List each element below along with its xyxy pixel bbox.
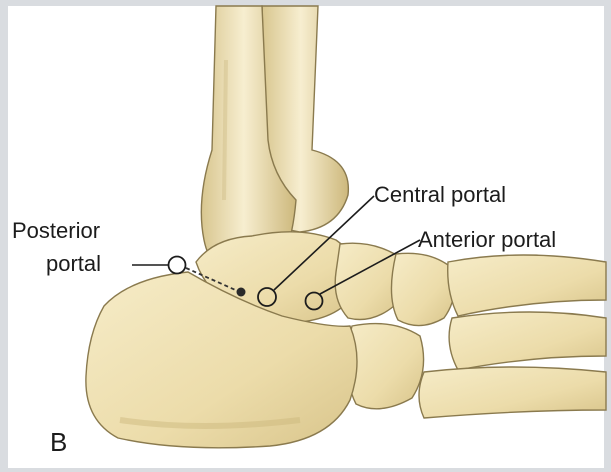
posterior-portal-label-line2: portal xyxy=(46,252,101,276)
panel-letter: B xyxy=(50,428,67,456)
metatarsal-bone xyxy=(419,367,606,418)
central-portal-label: Central portal xyxy=(374,183,506,207)
cuboid-bone xyxy=(347,324,424,409)
posterior-portal-marker xyxy=(169,257,186,274)
posterior-portal-label-line1: Posterior xyxy=(12,219,100,243)
cuneiform-bone xyxy=(391,253,454,325)
anterior-portal-label: Anterior portal xyxy=(418,228,556,252)
bone-shading xyxy=(224,60,226,200)
joint-target-dot xyxy=(237,288,246,297)
